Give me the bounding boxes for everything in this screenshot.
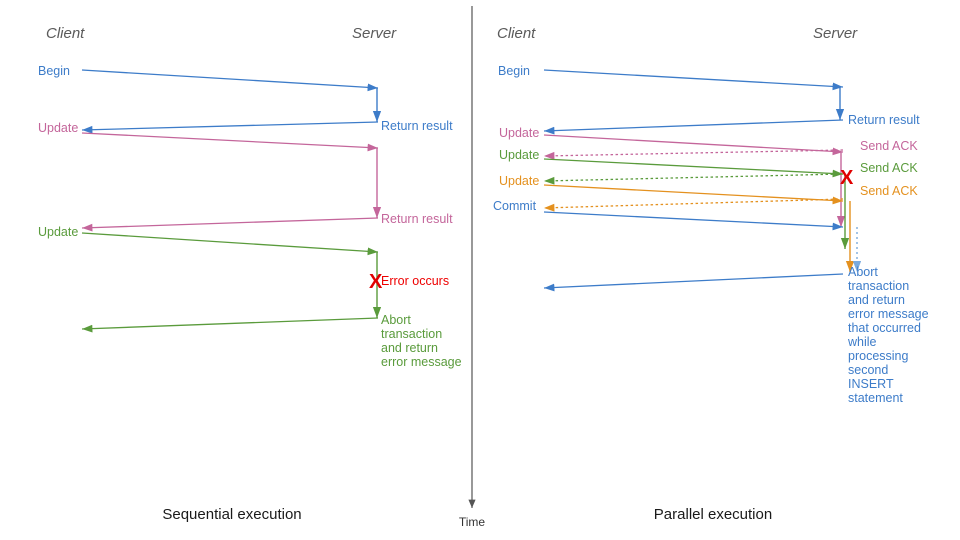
panel-caption-sequential: Sequential execution xyxy=(162,506,301,523)
note-line: and return xyxy=(381,341,438,355)
note-line: Abort xyxy=(848,265,878,279)
panel-caption-parallel: Parallel execution xyxy=(654,506,772,523)
error-x-icon: X xyxy=(369,271,383,293)
message-label-seq-begin: Begin xyxy=(38,64,70,78)
lane-title-client: Client xyxy=(46,25,85,42)
message-arrow-par-ack-1 xyxy=(543,149,844,160)
message-arrow-par-ack-3 xyxy=(543,198,844,212)
message-arrow-seq-update-2 xyxy=(81,232,379,256)
message-label-seq-return-2: Return result xyxy=(381,212,453,226)
message-arrow-par-commit xyxy=(543,211,844,231)
message-arrow-par-begin xyxy=(543,69,844,91)
message-label-seq-update-2: Update xyxy=(38,225,78,239)
message-label-par-ack-3: Send ACK xyxy=(860,184,918,198)
message-label-par-update-3: Update xyxy=(499,174,539,188)
note-line: INSERT xyxy=(848,377,894,391)
message-label-par-update-1: Update xyxy=(499,126,539,140)
note-line: error message xyxy=(381,355,462,369)
message-label-seq-return-1: Return result xyxy=(381,119,453,133)
message-arrow-seq-update-1 xyxy=(81,132,379,152)
lane-title-client: Client xyxy=(497,25,536,42)
note-line: transaction xyxy=(848,279,909,293)
note-line: processing xyxy=(848,349,908,363)
message-arrow-par-abort-return xyxy=(543,273,844,292)
message-label-par-begin: Begin xyxy=(498,64,530,78)
message-label-par-ack-1: Send ACK xyxy=(860,139,918,153)
note-line: transaction xyxy=(381,327,442,341)
message-arrow-par-update-1 xyxy=(543,134,844,156)
message-label-par-ack-2: Send ACK xyxy=(860,161,918,175)
message-label-par-return-result: Return result xyxy=(848,113,920,127)
message-arrow-par-return-result xyxy=(543,119,844,135)
error-label: Error occurs xyxy=(381,274,449,288)
message-label-par-update-2: Update xyxy=(499,148,539,162)
note-line: second xyxy=(848,363,888,377)
lane-title-server: Server xyxy=(813,25,858,42)
note-line: that occurred xyxy=(848,321,921,335)
time-axis: Time xyxy=(459,6,486,529)
error-x-icon: X xyxy=(840,167,854,189)
message-arrow-par-update-3 xyxy=(543,184,844,205)
note-line: while xyxy=(847,335,877,349)
message-arrow-seq-return-1 xyxy=(81,121,379,134)
message-arrow-par-ack-2 xyxy=(543,173,844,185)
note-line: and return xyxy=(848,293,905,307)
note-line: error message xyxy=(848,307,929,321)
time-axis-label: Time xyxy=(459,515,486,529)
message-arrow-seq-return-2 xyxy=(81,217,379,232)
message-label-seq-update-1: Update xyxy=(38,121,78,135)
message-arrow-seq-begin xyxy=(81,69,379,92)
message-label-par-commit: Commit xyxy=(493,199,537,213)
note-line: statement xyxy=(848,391,903,405)
message-arrow-par-update-2 xyxy=(543,158,844,178)
message-arrow-seq-abort-return xyxy=(81,317,379,333)
lane-title-server: Server xyxy=(352,25,397,42)
note-line: Abort xyxy=(381,313,411,327)
